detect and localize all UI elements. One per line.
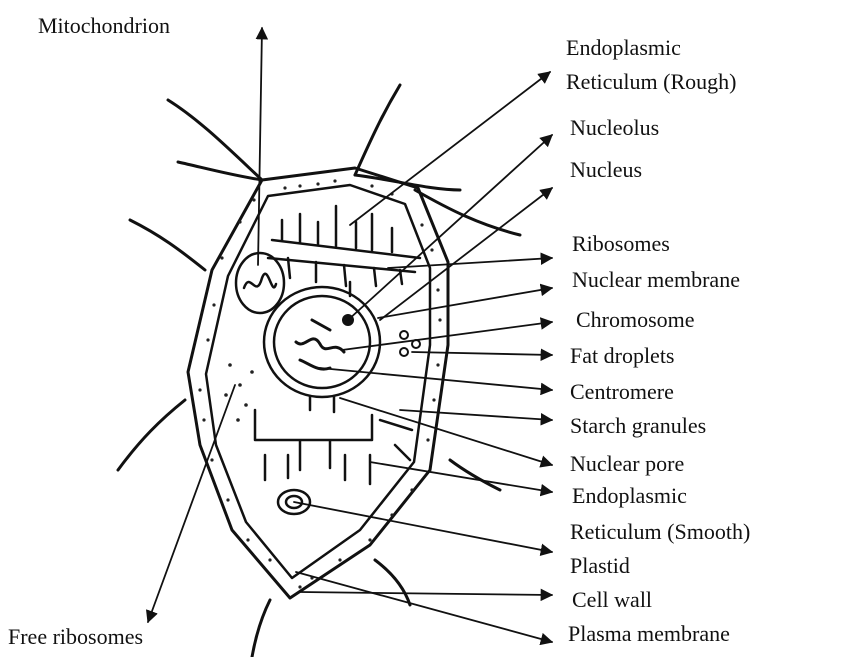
label-er-smooth-line1: Endoplasmic bbox=[572, 484, 687, 508]
label-chromosome: Chromosome bbox=[576, 308, 695, 332]
label-nuclear-pore: Nuclear pore bbox=[570, 452, 684, 476]
label-er-smooth-line2: Reticulum (Smooth) bbox=[570, 520, 750, 544]
pointer-cell-wall bbox=[300, 592, 552, 595]
pointer-plastid bbox=[294, 502, 552, 552]
cytoplasm-granules bbox=[198, 179, 441, 588]
label-nuclear-membrane: Nuclear membrane bbox=[572, 268, 740, 292]
label-plasma-membrane: Plasma membrane bbox=[568, 622, 730, 646]
pointer-starch-granules bbox=[400, 410, 552, 420]
label-ribosomes: Ribosomes bbox=[572, 232, 670, 256]
pointer-ribosomes bbox=[388, 258, 552, 268]
pointer-mitochondrion bbox=[258, 28, 262, 265]
smooth-er-shape bbox=[255, 410, 412, 484]
label-centromere: Centromere bbox=[570, 380, 674, 404]
label-plastid: Plastid bbox=[570, 554, 630, 578]
rough-er-shape bbox=[268, 206, 420, 286]
mitochondrion-shape bbox=[236, 253, 284, 313]
label-nucleus: Nucleus bbox=[570, 158, 642, 182]
label-starch-granules: Starch granules bbox=[570, 414, 706, 438]
pointer-plasma-membrane bbox=[296, 572, 552, 642]
label-cell-wall: Cell wall bbox=[572, 588, 652, 612]
label-free-ribosomes: Free ribosomes bbox=[8, 625, 143, 649]
label-fat-droplets: Fat droplets bbox=[570, 344, 675, 368]
label-mitochondrion: Mitochondrion bbox=[38, 14, 170, 38]
chromosome-shapes bbox=[296, 320, 344, 369]
adjacent-cell-walls bbox=[118, 85, 520, 657]
pointer-nucleolus bbox=[348, 135, 552, 320]
pointer-er-rough bbox=[350, 72, 550, 225]
label-nucleolus: Nucleolus bbox=[570, 116, 659, 140]
pointer-fat-droplets bbox=[412, 352, 552, 355]
pointer-nuclear-membrane bbox=[378, 288, 552, 318]
label-er-rough-line1: Endoplasmic bbox=[566, 36, 681, 60]
label-pointers bbox=[148, 28, 552, 642]
label-er-rough-line2: Reticulum (Rough) bbox=[566, 70, 736, 94]
